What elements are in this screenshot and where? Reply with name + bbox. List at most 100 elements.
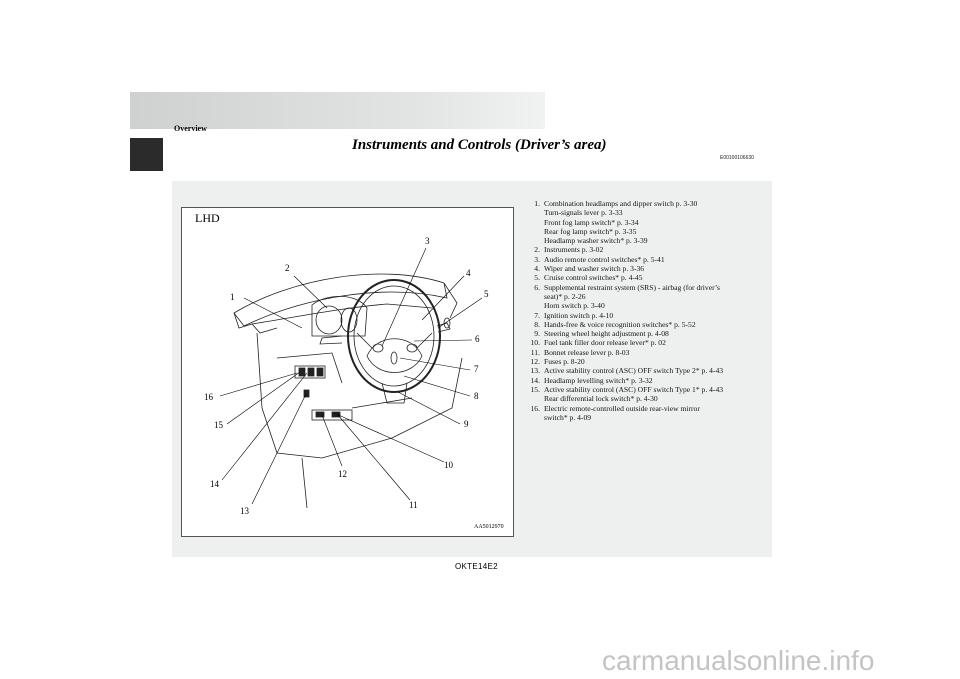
- bonnet-lever: [331, 411, 341, 418]
- callout-9: 9: [464, 419, 469, 429]
- fuse-cover: [311, 409, 353, 421]
- dash-mid-line: [251, 303, 433, 325]
- vent-knob: [443, 317, 451, 329]
- speedometer-dial: [315, 305, 343, 335]
- steering-spokes: [356, 332, 433, 349]
- switch-a: [298, 367, 306, 377]
- callout-16: 16: [204, 392, 214, 402]
- legend-number: 1.: [534, 199, 540, 208]
- right-stalk: [436, 322, 451, 333]
- legend-text: Bonnet release lever p. 8-03: [540, 348, 629, 357]
- legend-number: 8.: [534, 319, 540, 329]
- legend-item: 7. Ignition switch p. 4-10: [524, 311, 764, 320]
- ignition-key: [390, 351, 398, 365]
- legend-line: Rear differential lock switch* p. 4-30: [544, 394, 658, 404]
- legend-line: Combination headlamps and dipper switch …: [544, 199, 698, 208]
- dashboard-figure: 1 2 3 4 5 6 7 8 9 10 11 12 13 14 15 16: [181, 207, 514, 537]
- legend-text: Steering wheel height adjustment p. 4-08: [540, 329, 669, 338]
- legend-number: 3.: [534, 254, 540, 264]
- dash-left-edge: [233, 312, 278, 334]
- legend-text: Combination headlamps and dipper switch …: [540, 199, 697, 245]
- legend-text: Fuel tank filler door release lever* p. …: [540, 338, 666, 347]
- legend-item: 1. Combination headlamps and dipper switc…: [524, 199, 764, 245]
- legend-item: 14.Headlamp levelling switch* p. 3-32: [524, 376, 764, 385]
- legend-text: Fuses p. 8-20: [540, 357, 585, 366]
- legend-item: 13.Active stability control (ASC) OFF sw…: [524, 366, 764, 375]
- legend-line: Electric remote-controlled outside rear-…: [544, 403, 700, 413]
- legend-text: Instruments p. 3-02: [540, 245, 603, 254]
- callout-11: 11: [409, 500, 418, 510]
- callout-8: 8: [474, 391, 479, 401]
- switch-c: [316, 367, 324, 377]
- audio-switch: [372, 343, 384, 353]
- legend-text: Active stability control (ASC) OFF switc…: [540, 385, 723, 404]
- page-title: Instruments and Controls (Driver’s area): [352, 137, 607, 153]
- dash-lower-outline: [256, 332, 463, 459]
- callout-6: 6: [475, 334, 480, 344]
- legend-text: Ignition switch p. 4-10: [540, 311, 613, 320]
- callout-15: 15: [214, 420, 224, 430]
- legend-text: Headlamp levelling switch* p. 3-32: [540, 376, 653, 385]
- legend-item: 2. Instruments p. 3-02: [524, 245, 764, 254]
- footer-code: OKTE14E2: [455, 562, 498, 571]
- legend-number: 14.: [530, 375, 541, 385]
- column-line: [301, 457, 308, 509]
- dashboard-illustration: 1 2 3 4 5 6 7 8 9 10 11 12 13 14 15 16: [204, 236, 489, 516]
- legend-item: 11. Bonnet release lever p. 8-03: [524, 348, 764, 357]
- legend-number: 2.: [534, 245, 540, 255]
- legend-line: Steering wheel height adjustment p. 4-08: [544, 329, 669, 339]
- legend-number: 4.: [534, 264, 540, 274]
- callout-5: 5: [484, 289, 489, 299]
- header-band: [130, 92, 545, 129]
- watermark: carmanualsonline.info: [602, 645, 875, 676]
- legend-line: Instruments p. 3-02: [544, 245, 604, 255]
- lower-trim-line: [351, 397, 413, 409]
- legend-line: Active stability control (ASC) OFF switc…: [544, 384, 724, 394]
- legend-number: 6.: [534, 282, 540, 292]
- switch-panel-left: [294, 365, 326, 379]
- legend-line: Horn switch p. 3-40: [544, 301, 605, 311]
- dash-top-shape: [233, 273, 448, 327]
- legend-line: Turn-signals lever p. 3-33: [544, 208, 623, 218]
- legend-line: Headlamp washer switch* p. 3-39: [544, 236, 648, 246]
- legend-number: 16.: [530, 403, 541, 413]
- legend-line: Ignition switch p. 4-10: [544, 310, 614, 320]
- legend-line: Supplemental restraint system (SRS) - ai…: [544, 282, 720, 292]
- legend-line: seat)* p. 2-26: [544, 291, 586, 301]
- legend-text: Supplemental restraint system (SRS) - ai…: [540, 283, 720, 311]
- steering-wheel-rim: [347, 279, 441, 393]
- dash-right-edge: [443, 282, 458, 319]
- switch-b: [307, 367, 315, 377]
- callout-7: 7: [474, 364, 479, 374]
- legend-number: 15.: [530, 384, 541, 394]
- legend-text: Wiper and washer switch p. 3-36: [540, 264, 644, 273]
- legend-line: Audio remote control switches* p. 5-41: [544, 254, 665, 264]
- legend-line: Hands-free & voice recognition switches*…: [544, 319, 696, 329]
- legend-line: Bonnet release lever p. 8-03: [544, 347, 630, 357]
- steering-hub: [366, 338, 423, 373]
- legend-number: 11.: [530, 347, 540, 357]
- steering-column: [381, 382, 408, 404]
- steering-wheel-inner: [353, 285, 435, 387]
- reference-code: E00100106630: [720, 155, 754, 161]
- legend-line: Rear fog lamp switch* p. 3-35: [544, 226, 637, 236]
- legend-item: 4.Wiper and washer switch p. 3-36: [524, 264, 764, 273]
- legend-number: 7.: [534, 310, 540, 320]
- legend-item: 9.Steering wheel height adjustment p. 4-…: [524, 329, 764, 338]
- legend-item: 12.Fuses p. 8-20: [524, 357, 764, 366]
- callout-3: 3: [425, 236, 430, 246]
- dash-panel-line: [276, 352, 343, 384]
- legend-item: 5.Cruise control switches* p. 4-45: [524, 273, 764, 282]
- legend-line: Headlamp levelling switch* p. 3-32: [544, 375, 653, 385]
- legend-item: 15.Active stability control (ASC) OFF sw…: [524, 385, 764, 404]
- legend-text: Active stability control (ASC) OFF switc…: [540, 366, 723, 375]
- callout-2: 2: [285, 263, 290, 273]
- fuel-lever: [315, 411, 325, 418]
- callout-14: 14: [210, 479, 220, 489]
- section-label: Overview: [174, 124, 207, 133]
- legend-item: 16.Electric remote-controlled outside re…: [524, 404, 764, 423]
- legend-number: 5.: [534, 273, 540, 283]
- callout-legend: 1. Combination headlamps and dipper switc…: [524, 199, 764, 422]
- figure-code: AA5012970: [474, 524, 504, 530]
- legend-text: Audio remote control switches* p. 5-41: [540, 255, 665, 264]
